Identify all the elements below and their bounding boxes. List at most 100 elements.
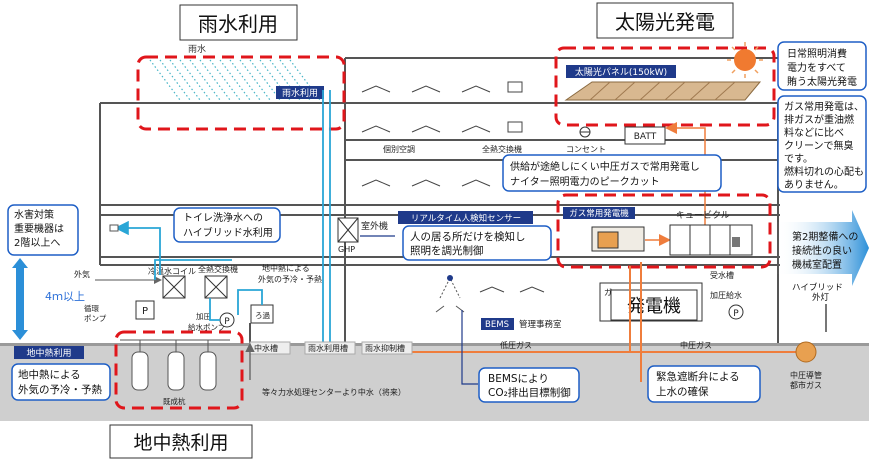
rain-use-tag: 雨水利用 — [282, 87, 318, 99]
solar-panel — [564, 81, 762, 101]
pressure-pump-line1: 加圧 — [196, 311, 211, 321]
circ-pump: P — [135, 300, 155, 320]
sun-icon — [727, 42, 763, 78]
rainwater-highlight — [136, 55, 346, 131]
generator-unit — [591, 226, 645, 252]
phase2-arrow — [776, 210, 869, 286]
gas-supply-box — [502, 154, 722, 192]
gas-note-line: ガス常用発電は、 — [784, 100, 864, 113]
geo-use-tag: 地中熱利用 — [26, 347, 71, 359]
geo-note-line1: 地中熱による — [18, 368, 81, 381]
gas-pipes — [380, 262, 800, 382]
low-gas-label: 低圧ガス — [500, 340, 532, 350]
toilet-icon — [109, 224, 119, 232]
pile-label: 既成杭 — [163, 396, 186, 406]
shutoff-line1: 緊急遮断弁による — [656, 370, 740, 383]
toilet-box — [173, 207, 281, 243]
batt-label: BATT — [634, 132, 657, 142]
pressure-pump: P — [219, 312, 235, 328]
gas-note-box — [777, 95, 867, 193]
heat-exchanger-low — [204, 275, 228, 299]
rainwater-title: 雨水利用 — [198, 12, 278, 36]
gas-note-line: 排ガスが重油燃 — [784, 113, 854, 126]
outlet-icon — [579, 126, 591, 138]
shutoff-note-box — [647, 365, 761, 403]
pressure-pump-line2: 給水ポンプ — [188, 322, 226, 332]
toilet-line1: トイレ洗浄水への — [183, 211, 263, 224]
geothermal-title: 地中熱利用 — [133, 432, 228, 454]
solar-panel-tag-bg — [566, 65, 676, 78]
gas-supply-line1: 供給が途絶しにくい中圧ガスで常用発電し — [510, 160, 700, 173]
gas-gen-tag: ガス常用発電機 — [569, 208, 629, 219]
solar-note-line3: 賄う太陽光発電 — [787, 75, 857, 88]
city-gas-line2: 都市ガス — [790, 380, 822, 390]
solar-title: 太陽光発電 — [615, 10, 715, 34]
mgmt-office-label: 管理事務室 — [519, 319, 562, 330]
geothermal-piles — [120, 339, 230, 391]
geo-preheat-line1: 地中熱による — [262, 263, 310, 273]
svg-text:P: P — [733, 309, 739, 319]
generator-title: 発電機 — [627, 296, 681, 317]
geo-note-box — [11, 363, 111, 401]
solar-note-line2: 電力をすべて — [787, 61, 846, 74]
sensor-line2: 照明を調光制御 — [410, 244, 484, 257]
sensor-line1: 人の居る所だけを検知し — [410, 230, 526, 243]
sensor-tag: リアルタイム人検知センサー — [411, 213, 521, 224]
geo-use-tag-bg — [14, 346, 84, 359]
solar-note-box — [777, 41, 867, 91]
bems-tag: BEMS — [485, 320, 509, 330]
toilet-line2: ハイブリッド水利用 — [183, 226, 273, 239]
sensor-box — [402, 225, 552, 261]
flood-line2: 重要機器は — [14, 222, 64, 235]
solar-note-line1: 日常照明消費 — [787, 47, 847, 60]
hybrid-line1: ハイブリッド — [792, 282, 843, 293]
rainwater-title-box — [179, 4, 298, 41]
phase2-line1: 第2期整備への — [792, 230, 858, 243]
office-ac-units — [479, 286, 545, 293]
rain-tank-label: 雨水利用槽 — [308, 343, 348, 353]
bems-note-line1: BEMSにより — [488, 373, 549, 385]
solar-title-box — [596, 2, 734, 39]
heat-exchanger-low-label: 全熱交換機 — [198, 264, 238, 274]
pressure-supply-label: 加圧給水 — [710, 290, 742, 300]
cold-coil-label: 冷温水コイル — [148, 266, 196, 276]
geo-note-line2: 外気の予冷・予熱 — [18, 383, 102, 396]
gas-note-line: ありません。 — [784, 179, 844, 191]
geo-preheat-line2: 外気の予冷・予熱 — [258, 274, 322, 284]
rain-label: 雨水 — [188, 43, 206, 55]
cold-coil — [162, 275, 186, 299]
gas-gen-tag-bg — [563, 207, 635, 219]
bems-note-line2: CO₂排出目標制御 — [488, 386, 571, 399]
svg-text:P: P — [142, 306, 148, 317]
rain-use-tag-bg — [276, 86, 324, 99]
geothermal-highlight — [114, 330, 244, 410]
svg-text:P: P — [224, 317, 230, 327]
batt-box — [624, 126, 666, 145]
supply-pump: P — [728, 304, 744, 320]
gas-note-line: クリーンで無臭 — [784, 139, 854, 152]
rain-pattern — [149, 59, 321, 101]
outdoor-unit — [337, 217, 359, 243]
solar-panel-tag: 太陽光パネル(150kW) — [575, 66, 667, 78]
bems-tag-bg — [481, 318, 514, 330]
gas-note-line: 料などに比べ — [784, 126, 844, 139]
gas-supply-line2: ナイター照明電力のピークカット — [510, 175, 660, 188]
hybrid-line2: 外灯 — [812, 292, 830, 303]
outdoor-unit-label: 室外機 — [361, 220, 388, 232]
geothermal-title-box — [109, 424, 253, 459]
generator-title-box — [610, 289, 698, 321]
mid-tank-label: 中水槽 — [254, 343, 278, 353]
sensor-tag-bg — [398, 211, 533, 224]
city-gas-meter — [795, 341, 817, 363]
individual-ac-label: 個別空調 — [383, 144, 415, 154]
ghp-label: GHP — [338, 245, 355, 254]
ac-units — [361, 81, 523, 187]
height-label: 4ｍ以上 — [45, 290, 85, 303]
gas-note-line: です。 — [784, 153, 813, 165]
flood-line3: 2階以上へ — [14, 237, 60, 249]
flood-line1: 水害対策 — [14, 208, 54, 221]
cabinet-label: ガ — [604, 287, 612, 297]
phase2-line3: 機械室配置 — [792, 258, 842, 271]
outside-air-label: 外気 — [74, 269, 90, 279]
